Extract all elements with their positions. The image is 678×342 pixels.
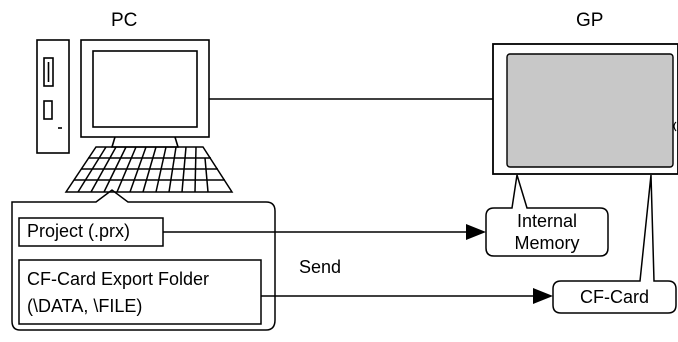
pc-label: PC — [111, 10, 138, 31]
pc-tower-icon — [36, 39, 70, 154]
internal-memory-callout — [485, 174, 609, 257]
cf-card-label: CF-Card — [579, 287, 649, 307]
cf-folder-send-arrow — [261, 288, 553, 304]
cf-export-folder-box — [18, 259, 262, 325]
internal-memory-label-line2: Memory — [514, 233, 580, 253]
cf-card-callout — [552, 174, 677, 314]
pc-storage-callout — [11, 189, 276, 331]
internal-memory-label-line1: Internal — [516, 211, 578, 231]
cf-folder-label-line1: CF-Card Export Folder — [27, 269, 210, 289]
send-label: Send — [299, 257, 342, 277]
gp-device-icon — [492, 43, 678, 175]
project-box-label: Project (.prx) — [27, 221, 131, 241]
project-box — [18, 217, 164, 247]
pc-monitor-icon — [80, 39, 210, 148]
project-send-arrow — [163, 224, 486, 240]
cf-folder-label-line2: (\DATA, \FILE) — [27, 296, 143, 316]
pc-keyboard-icon — [64, 146, 234, 193]
gp-label: GP — [576, 10, 604, 31]
